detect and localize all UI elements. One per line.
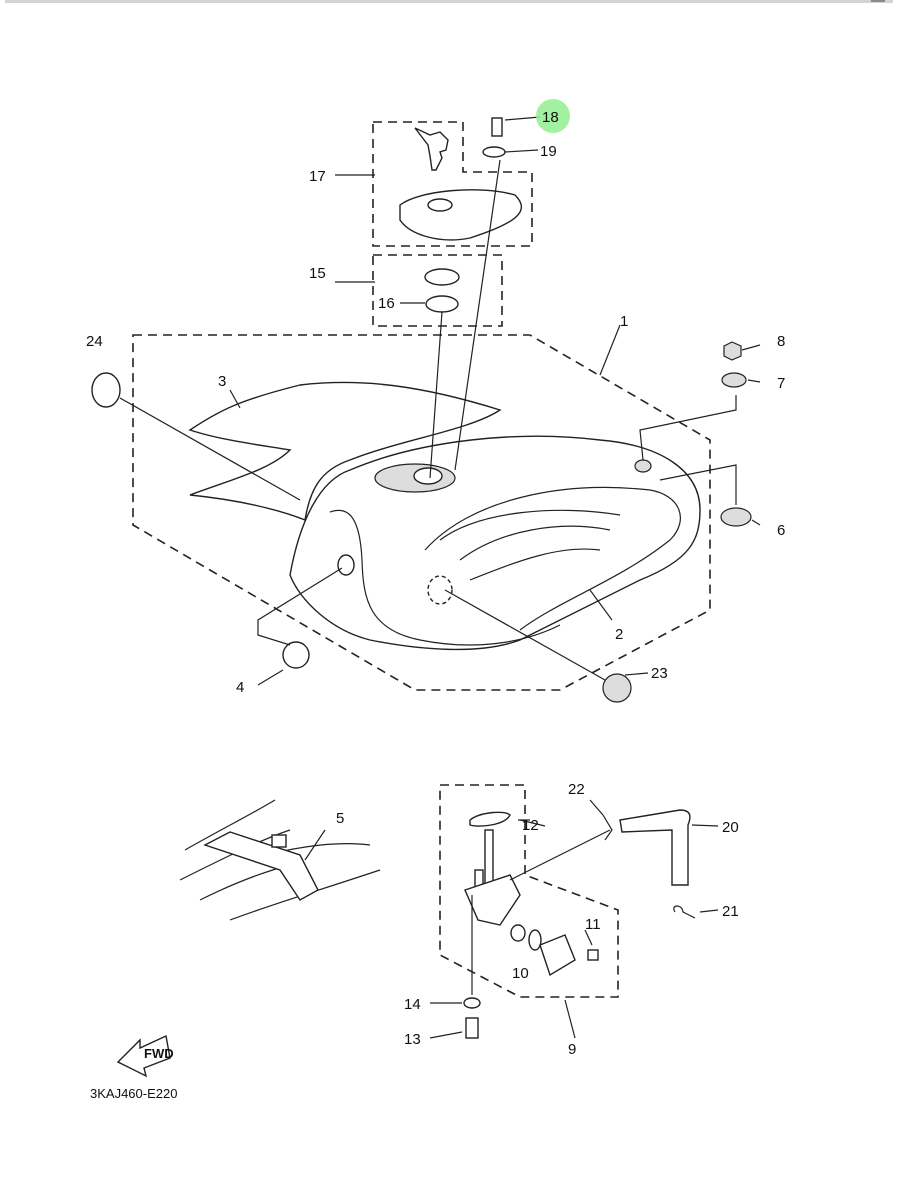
part-label-3[interactable]: 3 — [218, 373, 226, 390]
part-label-11[interactable]: 11 — [585, 916, 601, 933]
part-label-16[interactable]: 16 — [378, 295, 395, 312]
strap-5 — [179, 799, 381, 921]
part-label-18[interactable]: 18 — [542, 109, 559, 126]
part-label-23[interactable]: 23 — [651, 665, 668, 682]
part-label-21[interactable]: 21 — [722, 903, 739, 920]
part-label-24[interactable]: 24 — [86, 333, 103, 350]
hose-20 — [619, 809, 691, 886]
assembly-box-9 — [439, 784, 619, 998]
part-label-10[interactable]: 10 — [512, 965, 529, 982]
leader-lines — [119, 116, 761, 686]
fwd-arrow-icon: FWD — [116, 1034, 174, 1078]
part-label-1[interactable]: 1 — [620, 313, 628, 330]
assembly-box-15 — [372, 254, 503, 327]
side-cover — [188, 381, 502, 521]
part-label-2[interactable]: 2 — [615, 626, 623, 643]
bolt-18 — [491, 117, 503, 137]
scrollbar-thumb[interactable] — [871, 0, 885, 2]
damper-7 — [721, 372, 747, 388]
gasket — [424, 268, 460, 286]
damper-6 — [720, 507, 752, 527]
highlight-marker[interactable] — [536, 99, 570, 133]
diagram-code: 3KAJ460-E220 — [90, 1086, 177, 1101]
part-label-9[interactable]: 9 — [568, 1041, 576, 1058]
part-label-12[interactable]: 12 — [522, 817, 539, 834]
part-label-8[interactable]: 8 — [777, 333, 785, 350]
part-label-15[interactable]: 15 — [309, 265, 326, 282]
fwd-label: FWD — [144, 1046, 174, 1061]
assembly-box-17 — [372, 121, 533, 247]
fuel-tank — [289, 435, 701, 651]
clip-21 — [673, 905, 719, 919]
part-label-13[interactable]: 13 — [404, 1031, 421, 1048]
emblem-23 — [602, 673, 632, 703]
assembly-box-1 — [132, 334, 711, 691]
washer-19 — [482, 146, 506, 158]
key — [414, 127, 449, 171]
top-scrollbar-track[interactable] — [5, 0, 893, 3]
part-label-17[interactable]: 17 — [309, 168, 326, 185]
clip-22 — [589, 799, 613, 841]
part-label-19[interactable]: 19 — [540, 143, 557, 160]
disc-24 — [91, 372, 121, 408]
seal — [425, 295, 459, 313]
part-label-5[interactable]: 5 — [336, 810, 344, 827]
part-label-4[interactable]: 4 — [236, 679, 244, 696]
nut-8 — [723, 341, 742, 361]
fuel-cap — [399, 189, 523, 241]
part-label-20[interactable]: 20 — [722, 819, 739, 836]
part-label-22[interactable]: 22 — [568, 781, 585, 798]
fuel-cock — [463, 811, 611, 1039]
part-label-14[interactable]: 14 — [404, 996, 421, 1013]
knob-4 — [282, 641, 310, 669]
part-label-6[interactable]: 6 — [777, 522, 785, 539]
part-labels: 1 2 3 4 5 6 7 8 9 10 11 12 13 14 15 16 1… — [86, 109, 785, 1058]
part-label-7[interactable]: 7 — [777, 375, 785, 392]
